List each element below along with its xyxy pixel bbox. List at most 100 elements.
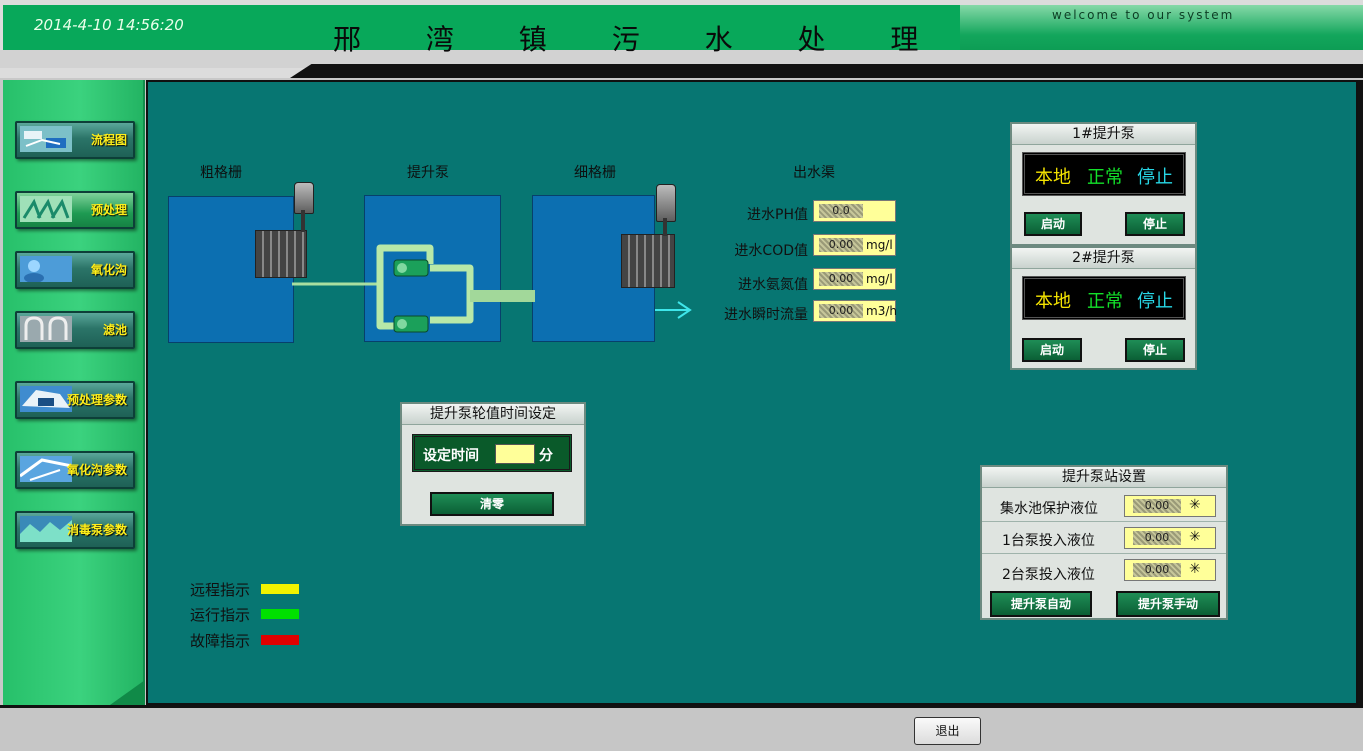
legend-fault-label: 故障指示 — [190, 632, 251, 650]
asterisk-icon: ✳ — [1189, 529, 1201, 545]
pump2-panel: 2#提升泵 本地 正常 停止 启动 停止 — [1010, 246, 1197, 370]
asterisk-icon: ✳ — [1189, 561, 1201, 577]
right-edge-bar — [1358, 80, 1363, 705]
rotation-time-input[interactable] — [495, 444, 535, 464]
cod-value: 0.00 — [819, 238, 863, 252]
rotation-unit: 分 — [539, 448, 553, 464]
disinfection-pump-icon — [20, 516, 72, 542]
pump1-status-screen: 本地 正常 停止 — [1022, 152, 1186, 196]
two-pump-level-value: 0.00 — [1133, 563, 1181, 577]
flow-value-box: 0.00 m3/h — [813, 300, 897, 322]
protection-level-box[interactable]: 0.00 ✳ — [1124, 495, 1216, 517]
sidebar-item-label: 氧化沟参数 — [66, 463, 127, 477]
flow-value: 0.00 — [819, 304, 863, 318]
pump1-title: 1#提升泵 — [1012, 124, 1195, 145]
pump2-start-button[interactable]: 启动 — [1022, 338, 1082, 362]
sidebar-item-label: 预处理 — [90, 203, 127, 217]
sidebar-item-label: 流程图 — [90, 133, 127, 147]
sidebar-item-filter-pool[interactable]: 滤池 — [15, 311, 135, 349]
pump2-status-screen: 本地 正常 停止 — [1022, 276, 1186, 320]
station-row-label: 1台泵投入液位 — [1002, 533, 1095, 549]
pump-auto-button[interactable]: 提升泵自动 — [990, 591, 1092, 617]
pump1-health: 正常 — [1087, 167, 1123, 188]
fine-screen-shaft — [663, 218, 667, 236]
sidebar-item-label: 滤池 — [102, 323, 127, 337]
pretreatment-params-icon — [20, 386, 72, 412]
station-row: 1台泵投入液位 0.00 ✳ — [982, 523, 1226, 554]
pump1-start-button[interactable]: 启动 — [1024, 212, 1082, 236]
ammonia-label: 进水氨氮值 — [738, 277, 808, 293]
station-row: 2台泵投入液位 0.00 ✳ — [982, 555, 1226, 585]
oxidation-ditch-icon — [20, 256, 72, 282]
pump1-panel: 1#提升泵 本地 正常 停止 启动 停止 — [1010, 122, 1197, 246]
flow-label: 进水瞬时流量 — [724, 307, 808, 323]
pump-manual-button[interactable]: 提升泵手动 — [1116, 591, 1220, 617]
pump2-title: 2#提升泵 — [1012, 248, 1195, 269]
fine-screen-motor — [656, 184, 676, 222]
sidebar-item-oxidation-ditch[interactable]: 氧化沟 — [15, 251, 135, 289]
cod-unit: mg/l — [866, 238, 893, 252]
coarse-screen-shaft — [301, 210, 305, 232]
coarse-screen-label: 粗格栅 — [200, 165, 242, 181]
sidebar-item-label: 氧化沟 — [90, 263, 127, 277]
sidebar-item-pretreatment-params[interactable]: 预处理参数 — [15, 381, 135, 419]
pump2-run-state: 停止 — [1137, 291, 1173, 312]
rotation-set-label: 设定时间 — [423, 448, 479, 464]
pump1-mode: 本地 — [1035, 167, 1071, 188]
rotation-title: 提升泵轮值时间设定 — [402, 404, 584, 425]
station-title: 提升泵站设置 — [982, 467, 1226, 488]
flow-unit: m3/h — [866, 304, 897, 318]
cod-value-box: 0.00 mg/l — [813, 234, 896, 256]
sidebar: 流程图 预处理 氧化沟 滤池 预处理参数 — [3, 80, 145, 705]
pump1-stop-button[interactable]: 停止 — [1125, 212, 1185, 236]
fine-screen-grille — [621, 234, 675, 288]
pump2-health: 正常 — [1087, 291, 1123, 312]
ammonia-value-box: 0.00 mg/l — [813, 268, 896, 290]
one-pump-level-box[interactable]: 0.00 ✳ — [1124, 527, 1216, 549]
legend-remote-label: 远程指示 — [190, 581, 251, 599]
ammonia-value: 0.00 — [819, 272, 863, 286]
pipeline-diagram — [292, 244, 692, 333]
sidebar-item-oxidation-params[interactable]: 氧化沟参数 — [15, 451, 135, 489]
asterisk-icon: ✳ — [1189, 497, 1201, 513]
rotation-clear-button[interactable]: 清零 — [430, 492, 554, 516]
two-pump-level-box[interactable]: 0.00 ✳ — [1124, 559, 1216, 581]
bottom-bar — [0, 705, 1363, 751]
filter-pool-icon — [20, 316, 72, 342]
ammonia-unit: mg/l — [866, 272, 893, 286]
legend-running-swatch — [261, 609, 299, 619]
one-pump-level-value: 0.00 — [1133, 531, 1181, 545]
legend-running-label: 运行指示 — [190, 606, 251, 624]
lift-pump-label: 提升泵 — [407, 165, 449, 181]
cod-label: 进水COD值 — [734, 243, 808, 259]
pump1-run-state: 停止 — [1137, 167, 1173, 188]
sidebar-item-flowchart[interactable]: 流程图 — [15, 121, 135, 159]
sidebar-item-disinfection-pump-params[interactable]: 消毒泵参数 — [15, 511, 135, 549]
rotation-time-panel: 提升泵轮值时间设定 设定时间 分 清零 — [400, 402, 586, 526]
station-settings-panel: 提升泵站设置 集水池保护液位 0.00 ✳ 1台泵投入液位 0.00 ✳ 2台泵… — [980, 465, 1228, 620]
ph-value-box: 0.0 — [813, 200, 896, 222]
legend-fault-swatch — [261, 635, 299, 645]
header-dark-band — [290, 64, 1363, 78]
fine-screen-label: 细格栅 — [574, 165, 616, 181]
outlet-channel-label: 出水渠 — [793, 165, 835, 181]
ph-value: 0.0 — [819, 204, 863, 218]
sidebar-item-pretreatment[interactable]: 预处理 — [15, 191, 135, 229]
sidebar-item-label: 预处理参数 — [66, 393, 127, 407]
page-title: 邢 湾 镇 污 水 处 理 — [333, 23, 947, 56]
flowchart-icon — [20, 126, 72, 152]
pretreatment-icon — [20, 196, 72, 222]
protection-level-value: 0.00 — [1133, 499, 1181, 513]
exit-button[interactable]: 退出 — [914, 717, 981, 745]
station-row-label: 2台泵投入液位 — [1002, 567, 1095, 583]
station-row-label: 集水池保护液位 — [1000, 501, 1098, 517]
welcome-text: welcome to our system — [1052, 8, 1235, 22]
header-right-ornament — [960, 5, 1363, 55]
pump2-stop-button[interactable]: 停止 — [1125, 338, 1185, 362]
pump2-mode: 本地 — [1035, 291, 1071, 312]
rotation-set-box: 设定时间 分 — [412, 434, 572, 472]
header-divider — [0, 50, 1363, 68]
datetime-display: 2014-4-10 14:56:20 — [34, 16, 184, 34]
station-row: 集水池保护液位 0.00 ✳ — [982, 491, 1226, 522]
legend-remote-swatch — [261, 584, 299, 594]
